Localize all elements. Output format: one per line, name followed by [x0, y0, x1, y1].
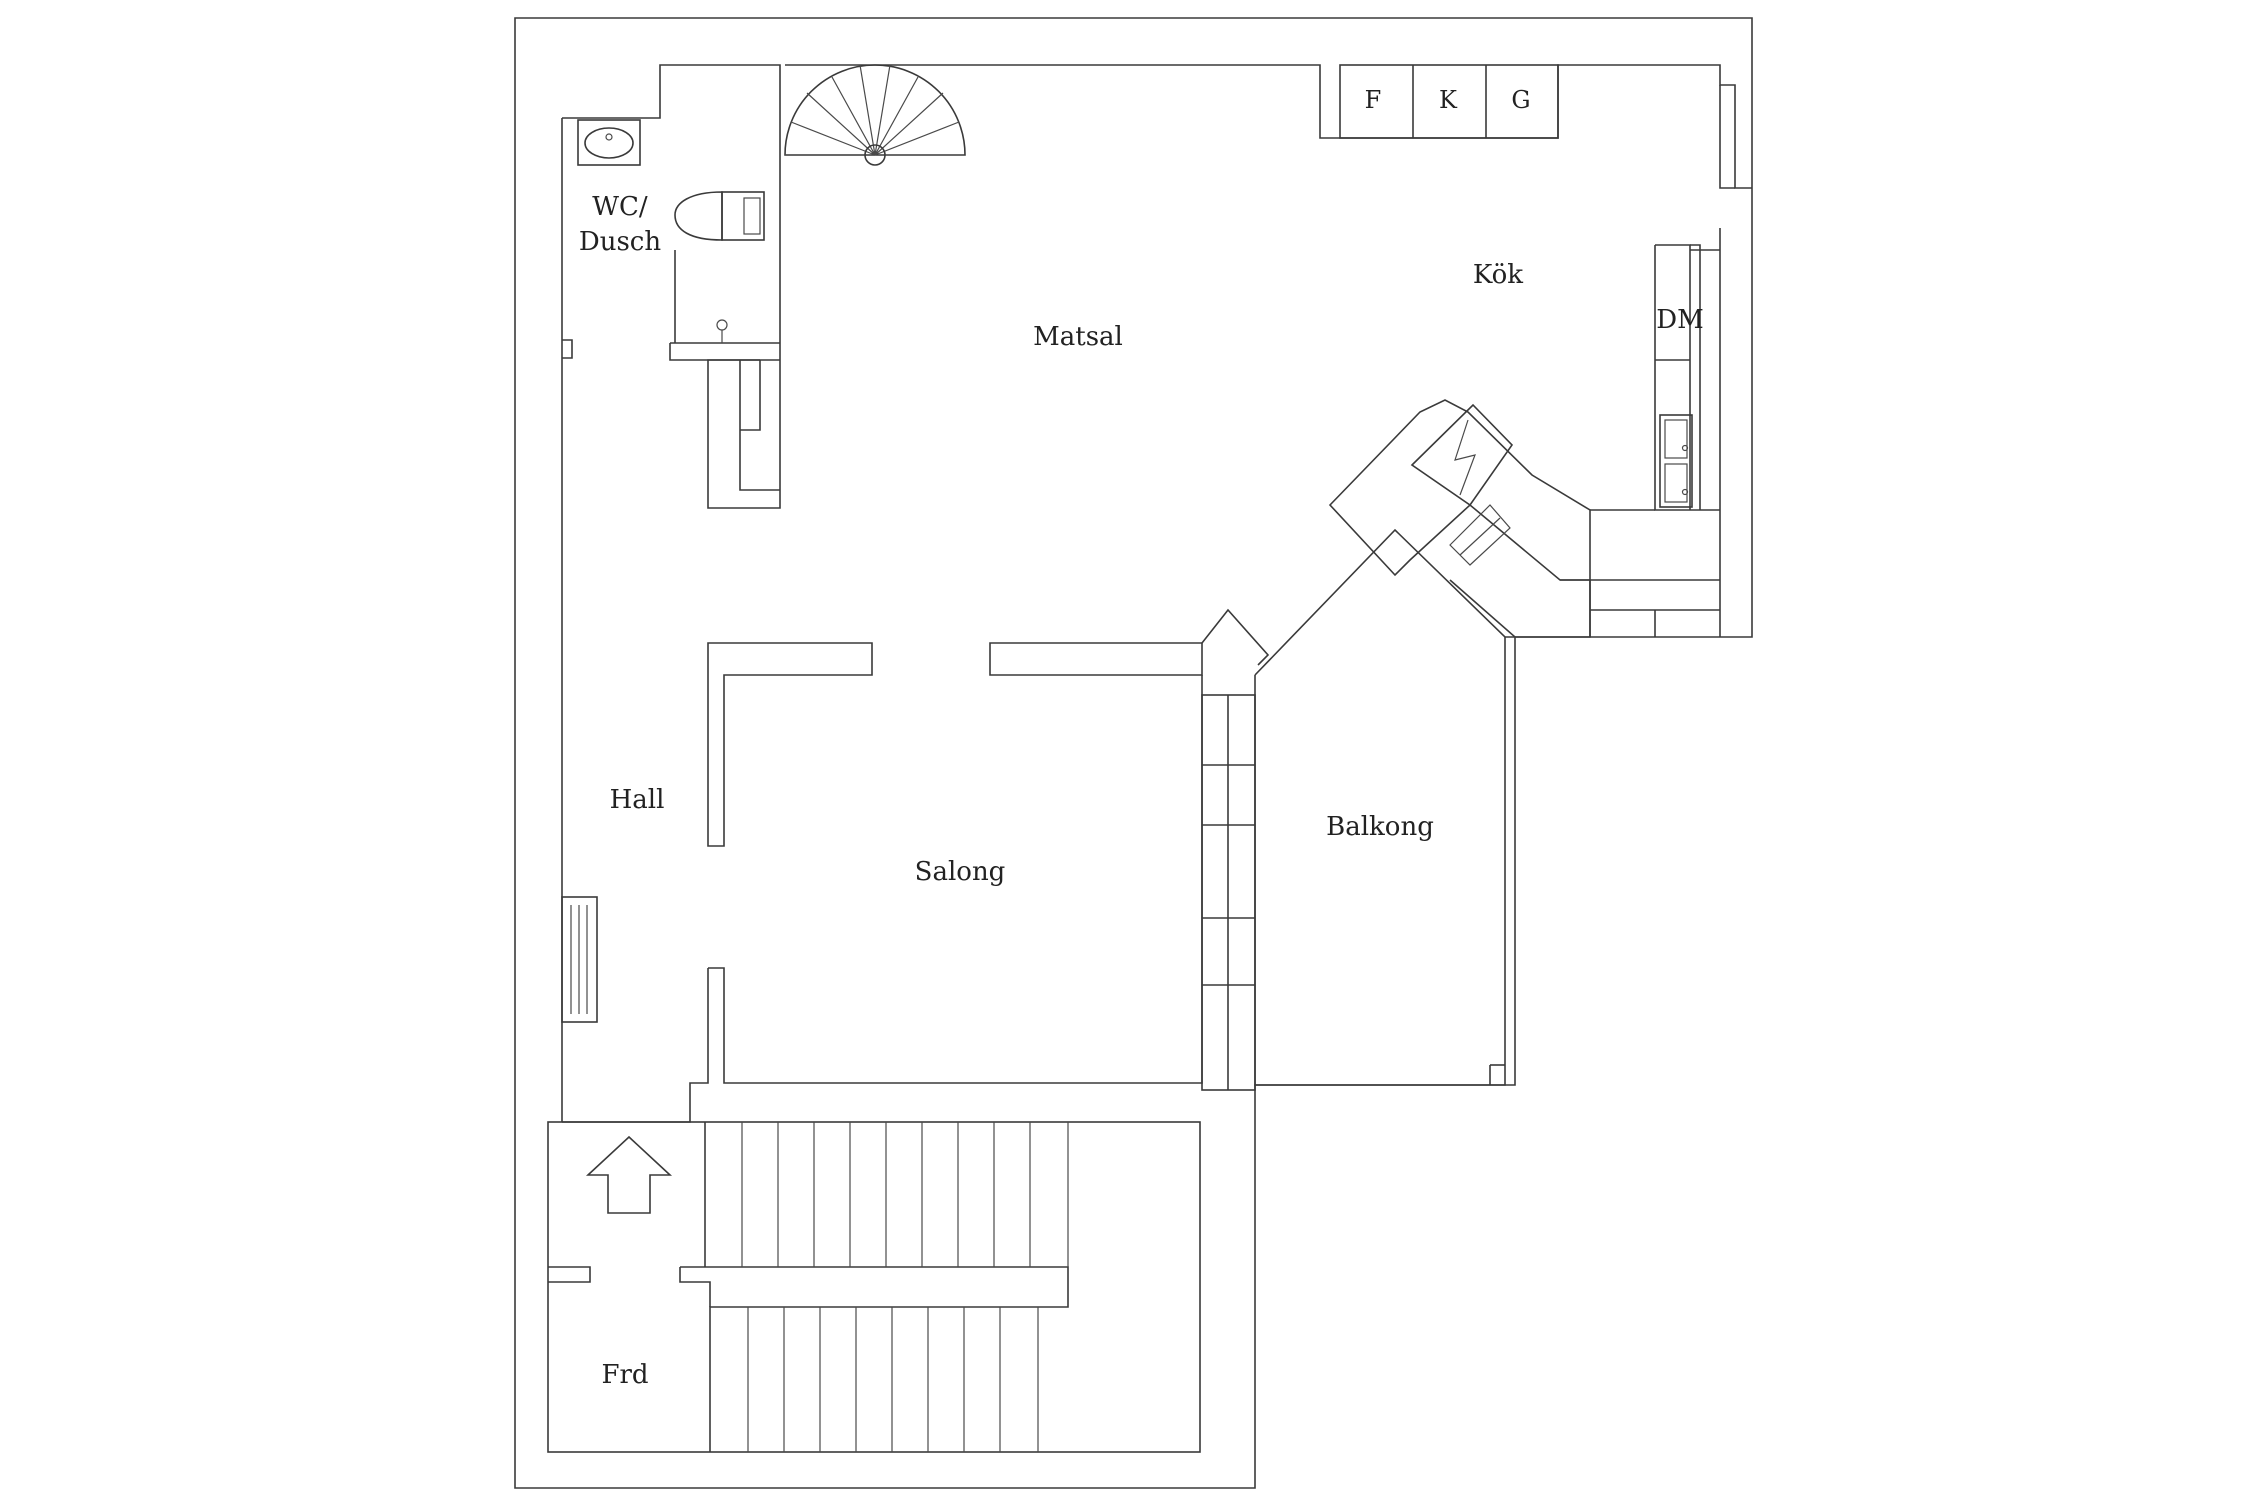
spiral-staircase-icon: [784, 64, 966, 166]
outer-walls: [514, 17, 1753, 1489]
double-sink-icon: [1659, 414, 1693, 508]
kitchen-counter: [1590, 244, 1720, 511]
toilet-icon: [674, 191, 765, 241]
frd-label: Frd: [601, 1360, 648, 1390]
dm-label: DM: [1656, 305, 1703, 335]
hall-label: Hall: [610, 785, 665, 815]
bathroom-walls: [562, 250, 780, 491]
balcony-area: [1201, 528, 1515, 1091]
radiator-icon: [561, 896, 598, 1023]
sink-icon: [577, 119, 641, 166]
room-labels: WC/ Dusch Matsal Kök DM Hall Salong Balk…: [579, 86, 1704, 1390]
appliance-g-label: G: [1511, 86, 1530, 114]
stairwell: [547, 1121, 1201, 1453]
chimney-block: [1328, 399, 1720, 638]
entrance-arrow-icon: [585, 1135, 673, 1214]
balkong-label: Balkong: [1326, 812, 1434, 842]
salong-label: Salong: [915, 857, 1006, 887]
appliance-k-label: K: [1439, 86, 1458, 114]
wc-label-line1: WC/: [592, 192, 648, 222]
kok-label: Kök: [1473, 260, 1523, 290]
shower-icon: [716, 319, 728, 343]
wc-label-line2: Dusch: [579, 227, 661, 257]
appliance-f-label: F: [1365, 86, 1382, 114]
matsal-label: Matsal: [1033, 322, 1123, 352]
appliance-row: [1339, 64, 1559, 139]
